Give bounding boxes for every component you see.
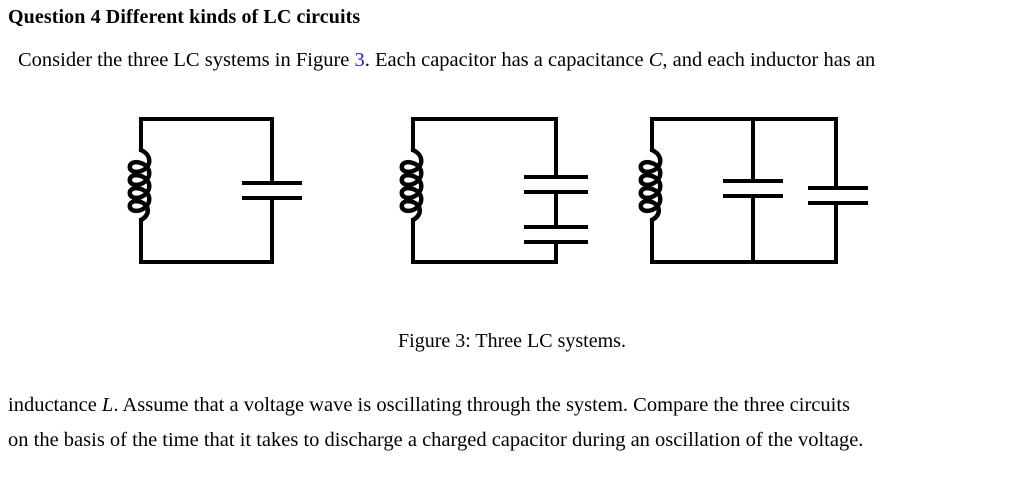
figure-caption: Figure 3: Three LC systems. [398,330,626,352]
circuit-2-inductor [399,147,424,223]
intro-text-after-reference: . Each capacitor has a capacitance [364,49,649,71]
circuit-1-inductor [127,147,152,223]
inductance-symbol: L [101,394,114,416]
circuit-2-series-capacitors [399,117,588,264]
continuation-text-after-symbol: . Assume that a voltage wave is oscillat… [113,394,851,416]
intro-paragraph: Consider the three LC systems in Figure … [18,50,875,71]
continuation-paragraph-line-1: inductance L. Assume that a voltage wave… [8,395,850,416]
circuit-3-parallel-capacitors [638,117,868,264]
intro-text-before-reference: Consider the three LC systems in Figure [18,49,355,71]
page-title: Question 4 Different kinds of LC circuit… [8,6,361,28]
figure-reference-link[interactable]: 3 [354,49,365,71]
continuation-text-before-symbol: inductance [8,394,102,416]
continuation-paragraph-line-2: on the basis of the time that it takes t… [8,429,864,451]
intro-text-tail: , and each inductor has an [662,49,876,71]
capacitance-symbol: C [648,49,663,71]
circuit-1-single-capacitor [127,117,302,264]
figure-three-lc-systems [0,105,1024,280]
lc-circuits-svg [127,117,868,264]
circuit-3-inductor [638,147,663,223]
